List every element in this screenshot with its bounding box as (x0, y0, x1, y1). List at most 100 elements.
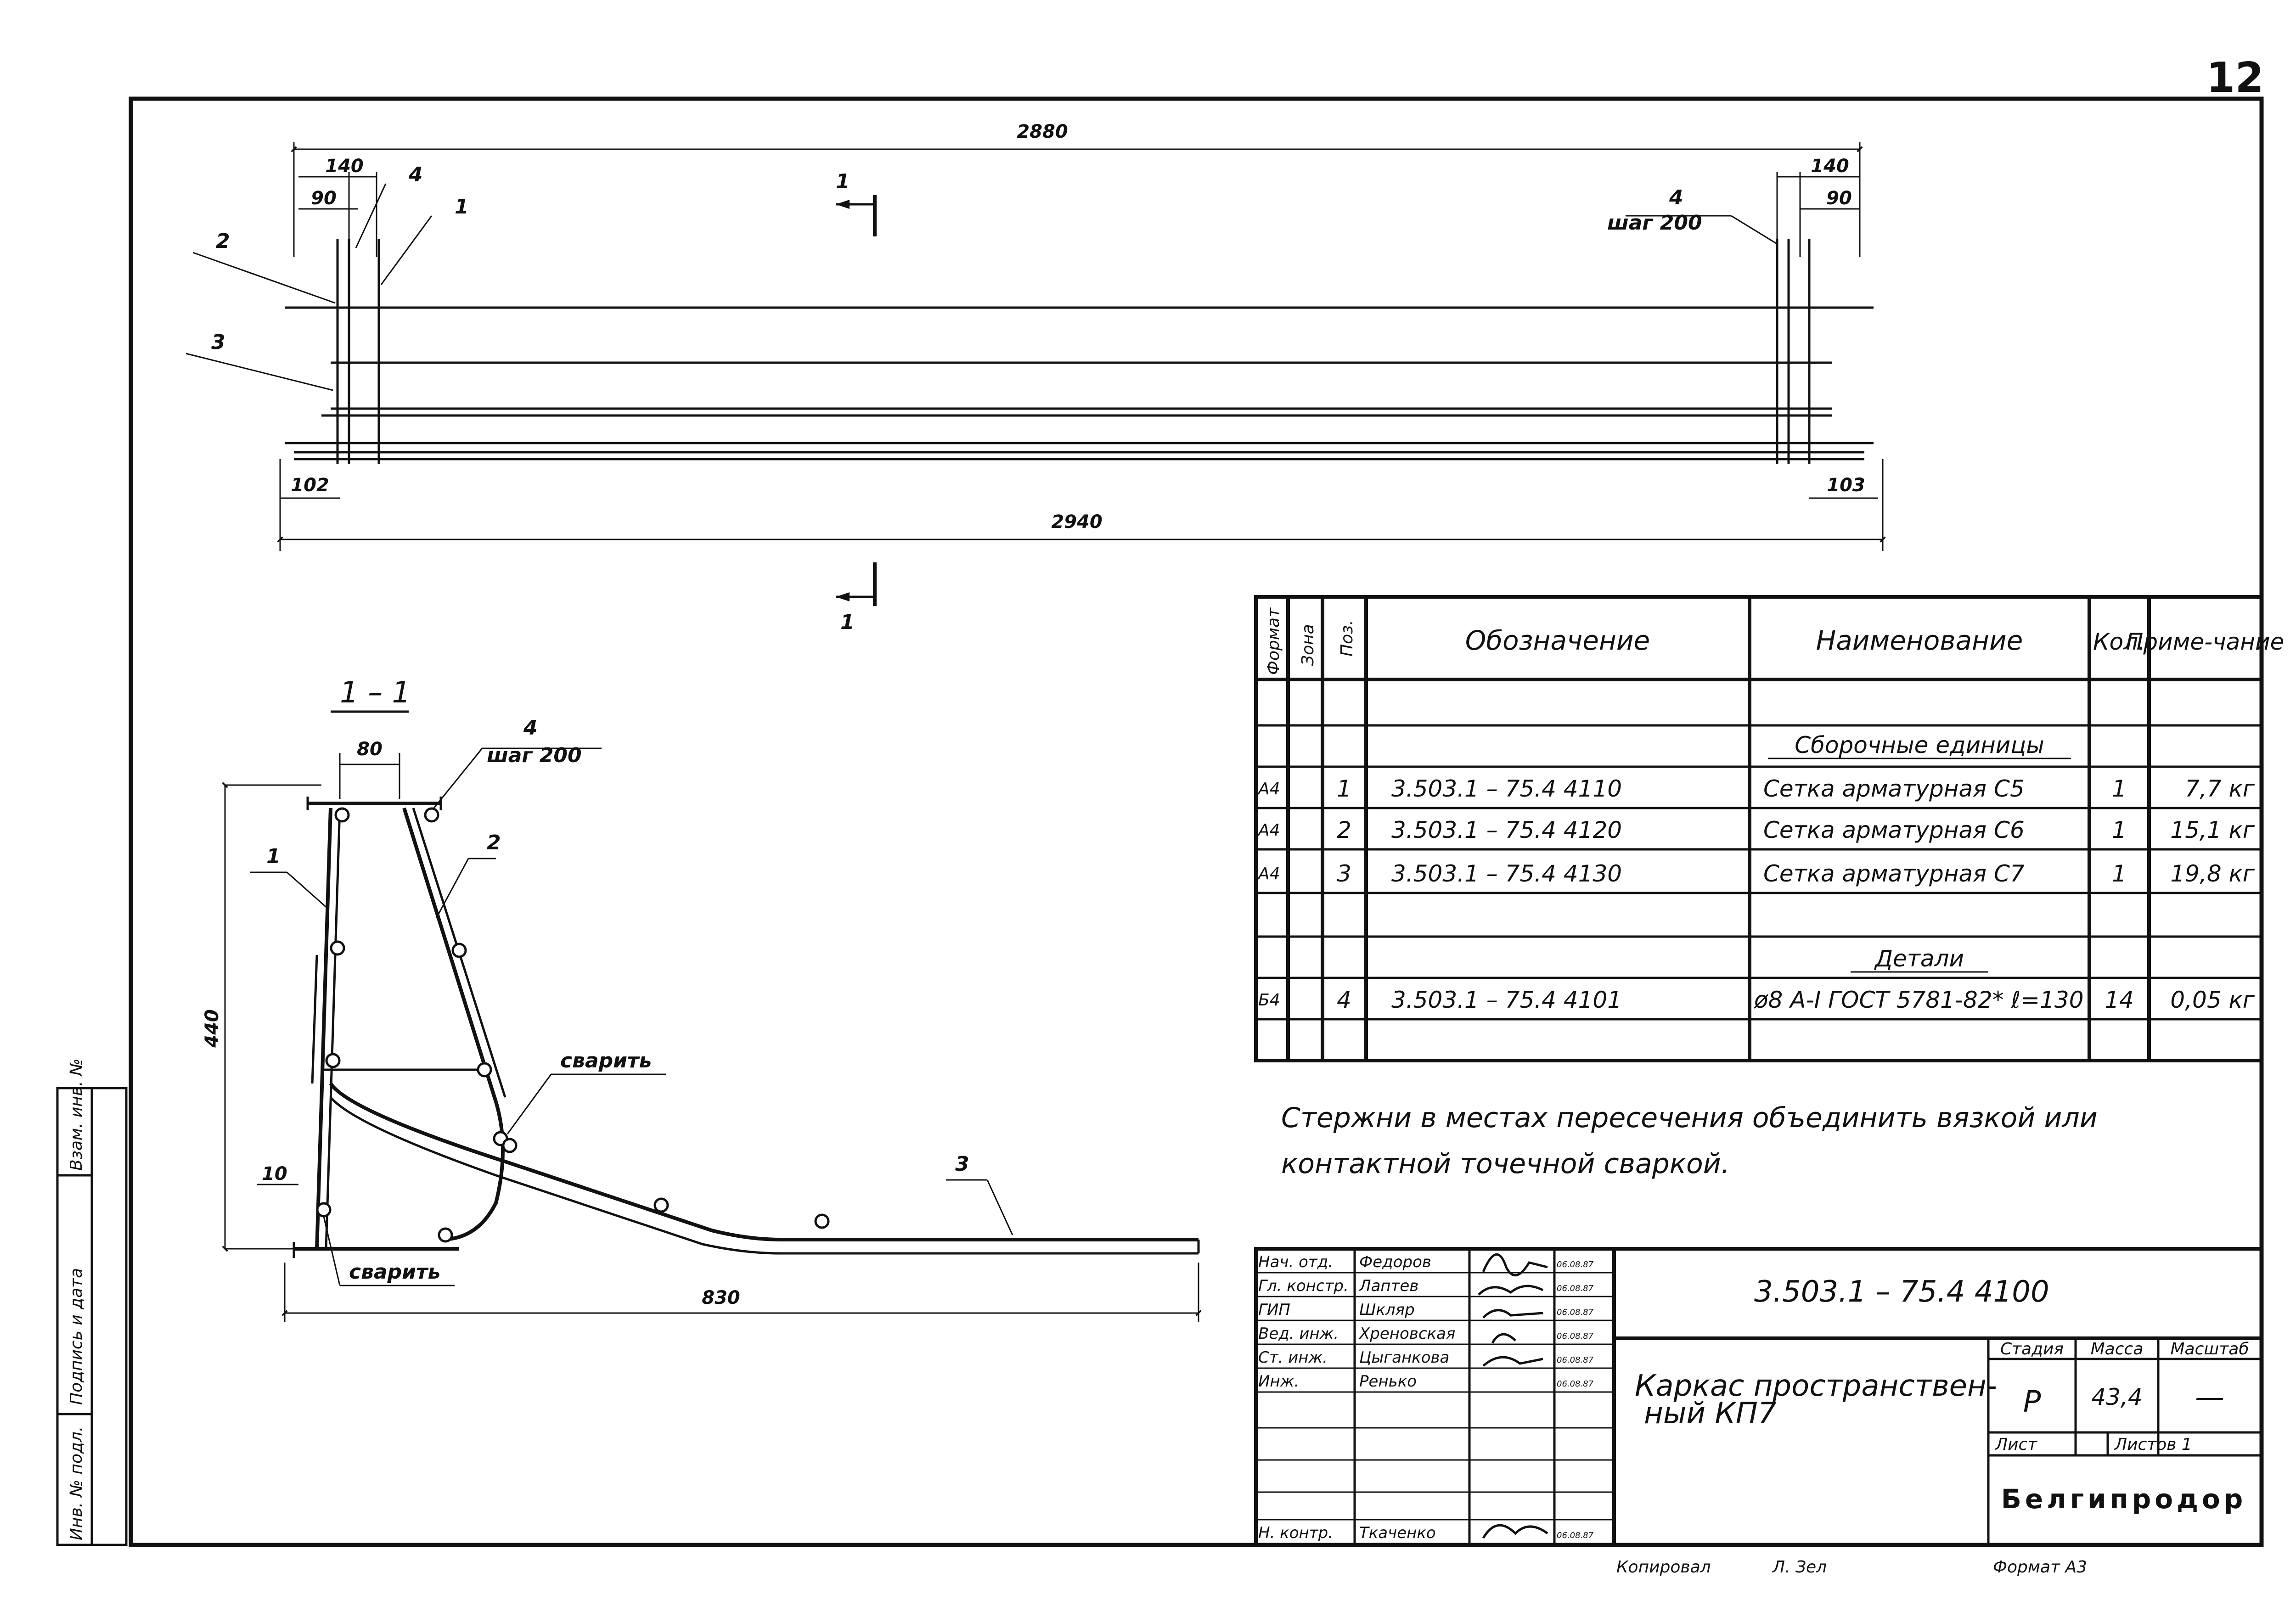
staff-role: Ст. инж. (1258, 1348, 1328, 1367)
header-designation: Обозначение (1465, 625, 1650, 656)
section-label-pos2: 2 (487, 831, 501, 854)
staff-name: Ренько (1359, 1372, 1417, 1391)
section-label-weld-upper: сварить (560, 1049, 652, 1072)
row4-qty: 14 (2105, 987, 2134, 1013)
document-title-line2: ный КП7 (1644, 1397, 1777, 1431)
format-label: Формат А3 (1993, 1558, 2087, 1577)
dim-length: 830 (702, 1287, 740, 1308)
stage-label: Стадия (2000, 1340, 2064, 1359)
staff-name: Цыганкова (1359, 1348, 1449, 1367)
plan-view: 2880 140 90 140 90 2 3 (186, 121, 1886, 634)
staff-role: ГИП (1258, 1301, 1290, 1319)
dim-offset: 10 (262, 1163, 287, 1185)
staff-row: Н. контр. Ткаченко 06.08.87 (1258, 1524, 1594, 1542)
staff-date: 06.08.87 (1557, 1331, 1594, 1341)
dim-total-top: 2880 (1017, 121, 1068, 142)
staff-name: Шкляр (1359, 1301, 1415, 1319)
staff-date: 06.08.87 (1557, 1284, 1594, 1293)
scale-label: Масштаб (2170, 1340, 2249, 1359)
row2-format: А4 (1257, 821, 1280, 840)
row1-pos: 1 (1337, 775, 1351, 802)
section-mark-top: 1 (836, 170, 850, 193)
stage-value: Р (2023, 1385, 2041, 1419)
table-row: Б4 4 3.503.1 – 75.4 4101 ø8 А-I ГОСТ 578… (1258, 987, 2255, 1013)
dim-right-bottom: 103 (1827, 475, 1865, 496)
sheet-number: 12 (2206, 54, 2264, 102)
section-mark-bottom: 1 (840, 611, 855, 634)
staff-role: Гл. констр. (1258, 1277, 1349, 1295)
staff-row: Гл. констр. Лаптев 06.08.87 (1258, 1277, 1594, 1295)
row3-note: 19,8 кг (2170, 860, 2255, 887)
section-assemblies: Сборочные единицы (1795, 732, 2044, 758)
note-line1: Стержни в местах пересечения объединить … (1281, 1102, 2098, 1134)
row3-qty: 1 (2112, 860, 2127, 887)
row2-qty: 1 (2112, 817, 2127, 843)
table-row: А4 2 3.503.1 – 75.4 4120 Сетка арматурна… (1257, 817, 2255, 843)
staff-row: Вед. инж. Хреновская 06.08.87 (1258, 1325, 1594, 1343)
staff-row: Ст. инж. Цыганкова 06.08.87 (1258, 1348, 1594, 1367)
dim-height: 440 (202, 1009, 223, 1048)
plan-label-pos2: 2 (216, 230, 230, 253)
note-line2: контактной точечной сваркой. (1281, 1148, 1730, 1180)
spec-table: Формат Зона Поз. Обозначение Наименовани… (1254, 595, 2284, 1062)
section-label-weld-lower: сварить (349, 1260, 440, 1284)
staff-role: Нач. отд. (1258, 1253, 1333, 1271)
staff-row: ГИП Шкляр 06.08.87 (1258, 1301, 1594, 1319)
table-row: А4 1 3.503.1 – 75.4 4110 Сетка арматурна… (1257, 775, 2255, 802)
header-format: Формат (1264, 607, 1283, 675)
signatures (1478, 1253, 1548, 1539)
row2-note: 15,1 кг (2170, 817, 2255, 843)
header-name: Наименование (1816, 625, 2023, 656)
copied-label: Копировал (1616, 1558, 1711, 1577)
dim-width-top: 80 (357, 739, 383, 760)
section-label-step: шаг 200 (487, 744, 582, 767)
staff-date: 06.08.87 (1557, 1308, 1594, 1317)
plan-label-step-right: шаг 200 (1607, 211, 1702, 235)
staff-date: 06.08.87 (1557, 1379, 1594, 1389)
plan-label-pos3: 3 (211, 331, 225, 354)
staff-name: Федоров (1359, 1253, 1431, 1271)
dim-left-bottom: 102 (291, 475, 329, 496)
row2-pos: 2 (1337, 817, 1351, 843)
dim-right-outer: 140 (1811, 156, 1849, 177)
staff-date: 06.08.87 (1557, 1531, 1594, 1540)
staff-role: Инж. (1258, 1372, 1299, 1391)
row3-designation: 3.503.1 – 75.4 4130 (1391, 860, 1622, 887)
sheets-label: Листов 1 (2114, 1435, 2192, 1454)
copied-signature: Л. Зел (1772, 1558, 1827, 1577)
document-title-line1: Каркас пространствен- (1635, 1369, 1997, 1403)
staff-row: Инж. Ренько 06.08.87 (1258, 1372, 1594, 1391)
dim-total-bottom: 2940 (1051, 511, 1102, 533)
row3-pos: 3 (1337, 860, 1351, 887)
staff-name: Хреновская (1358, 1325, 1455, 1343)
scale-value: — (2195, 1381, 2224, 1415)
header-qty: Кол. (2093, 629, 2145, 655)
row1-format: А4 (1257, 780, 1280, 798)
side-stamp: Инв. № подл. Подпись и дата Взам. инв. № (56, 1059, 128, 1546)
side-stamp-inv: Инв. № подл. (67, 1426, 86, 1540)
row1-name: Сетка арматурная С5 (1763, 775, 2025, 802)
staff-role: Н. контр. (1258, 1524, 1333, 1542)
plan-label-pos4: 4 (408, 163, 423, 186)
section-details: Детали (1874, 945, 1964, 972)
dim-right-inner: 90 (1826, 188, 1852, 209)
row4-format: Б4 (1258, 991, 1280, 1010)
staff-date: 06.08.87 (1557, 1260, 1594, 1269)
row1-qty: 1 (2112, 775, 2127, 802)
organization: Белгипродор (2001, 1483, 2247, 1515)
section-view: 1 – 1 80 (202, 676, 1202, 1322)
header-pos: Поз. (1338, 620, 1356, 657)
staff-date: 06.08.87 (1557, 1355, 1594, 1365)
title-block: Нач. отд. Федоров 06.08.87 Гл. констр. Л… (1254, 1247, 2263, 1547)
plan-label-pos1: 1 (455, 195, 469, 219)
row1-designation: 3.503.1 – 75.4 4110 (1391, 775, 1622, 802)
section-title: 1 – 1 (340, 676, 411, 710)
row1-note: 7,7 кг (2185, 775, 2255, 802)
header-note: Приме-чание (2126, 629, 2284, 655)
row3-name: Сетка арматурная С7 (1763, 860, 2025, 887)
section-label-pos1: 1 (266, 845, 281, 868)
header-zone: Зона (1299, 624, 1317, 666)
sheet-label: Лист (1994, 1435, 2037, 1454)
side-stamp-sign: Подпись и дата (67, 1268, 86, 1405)
